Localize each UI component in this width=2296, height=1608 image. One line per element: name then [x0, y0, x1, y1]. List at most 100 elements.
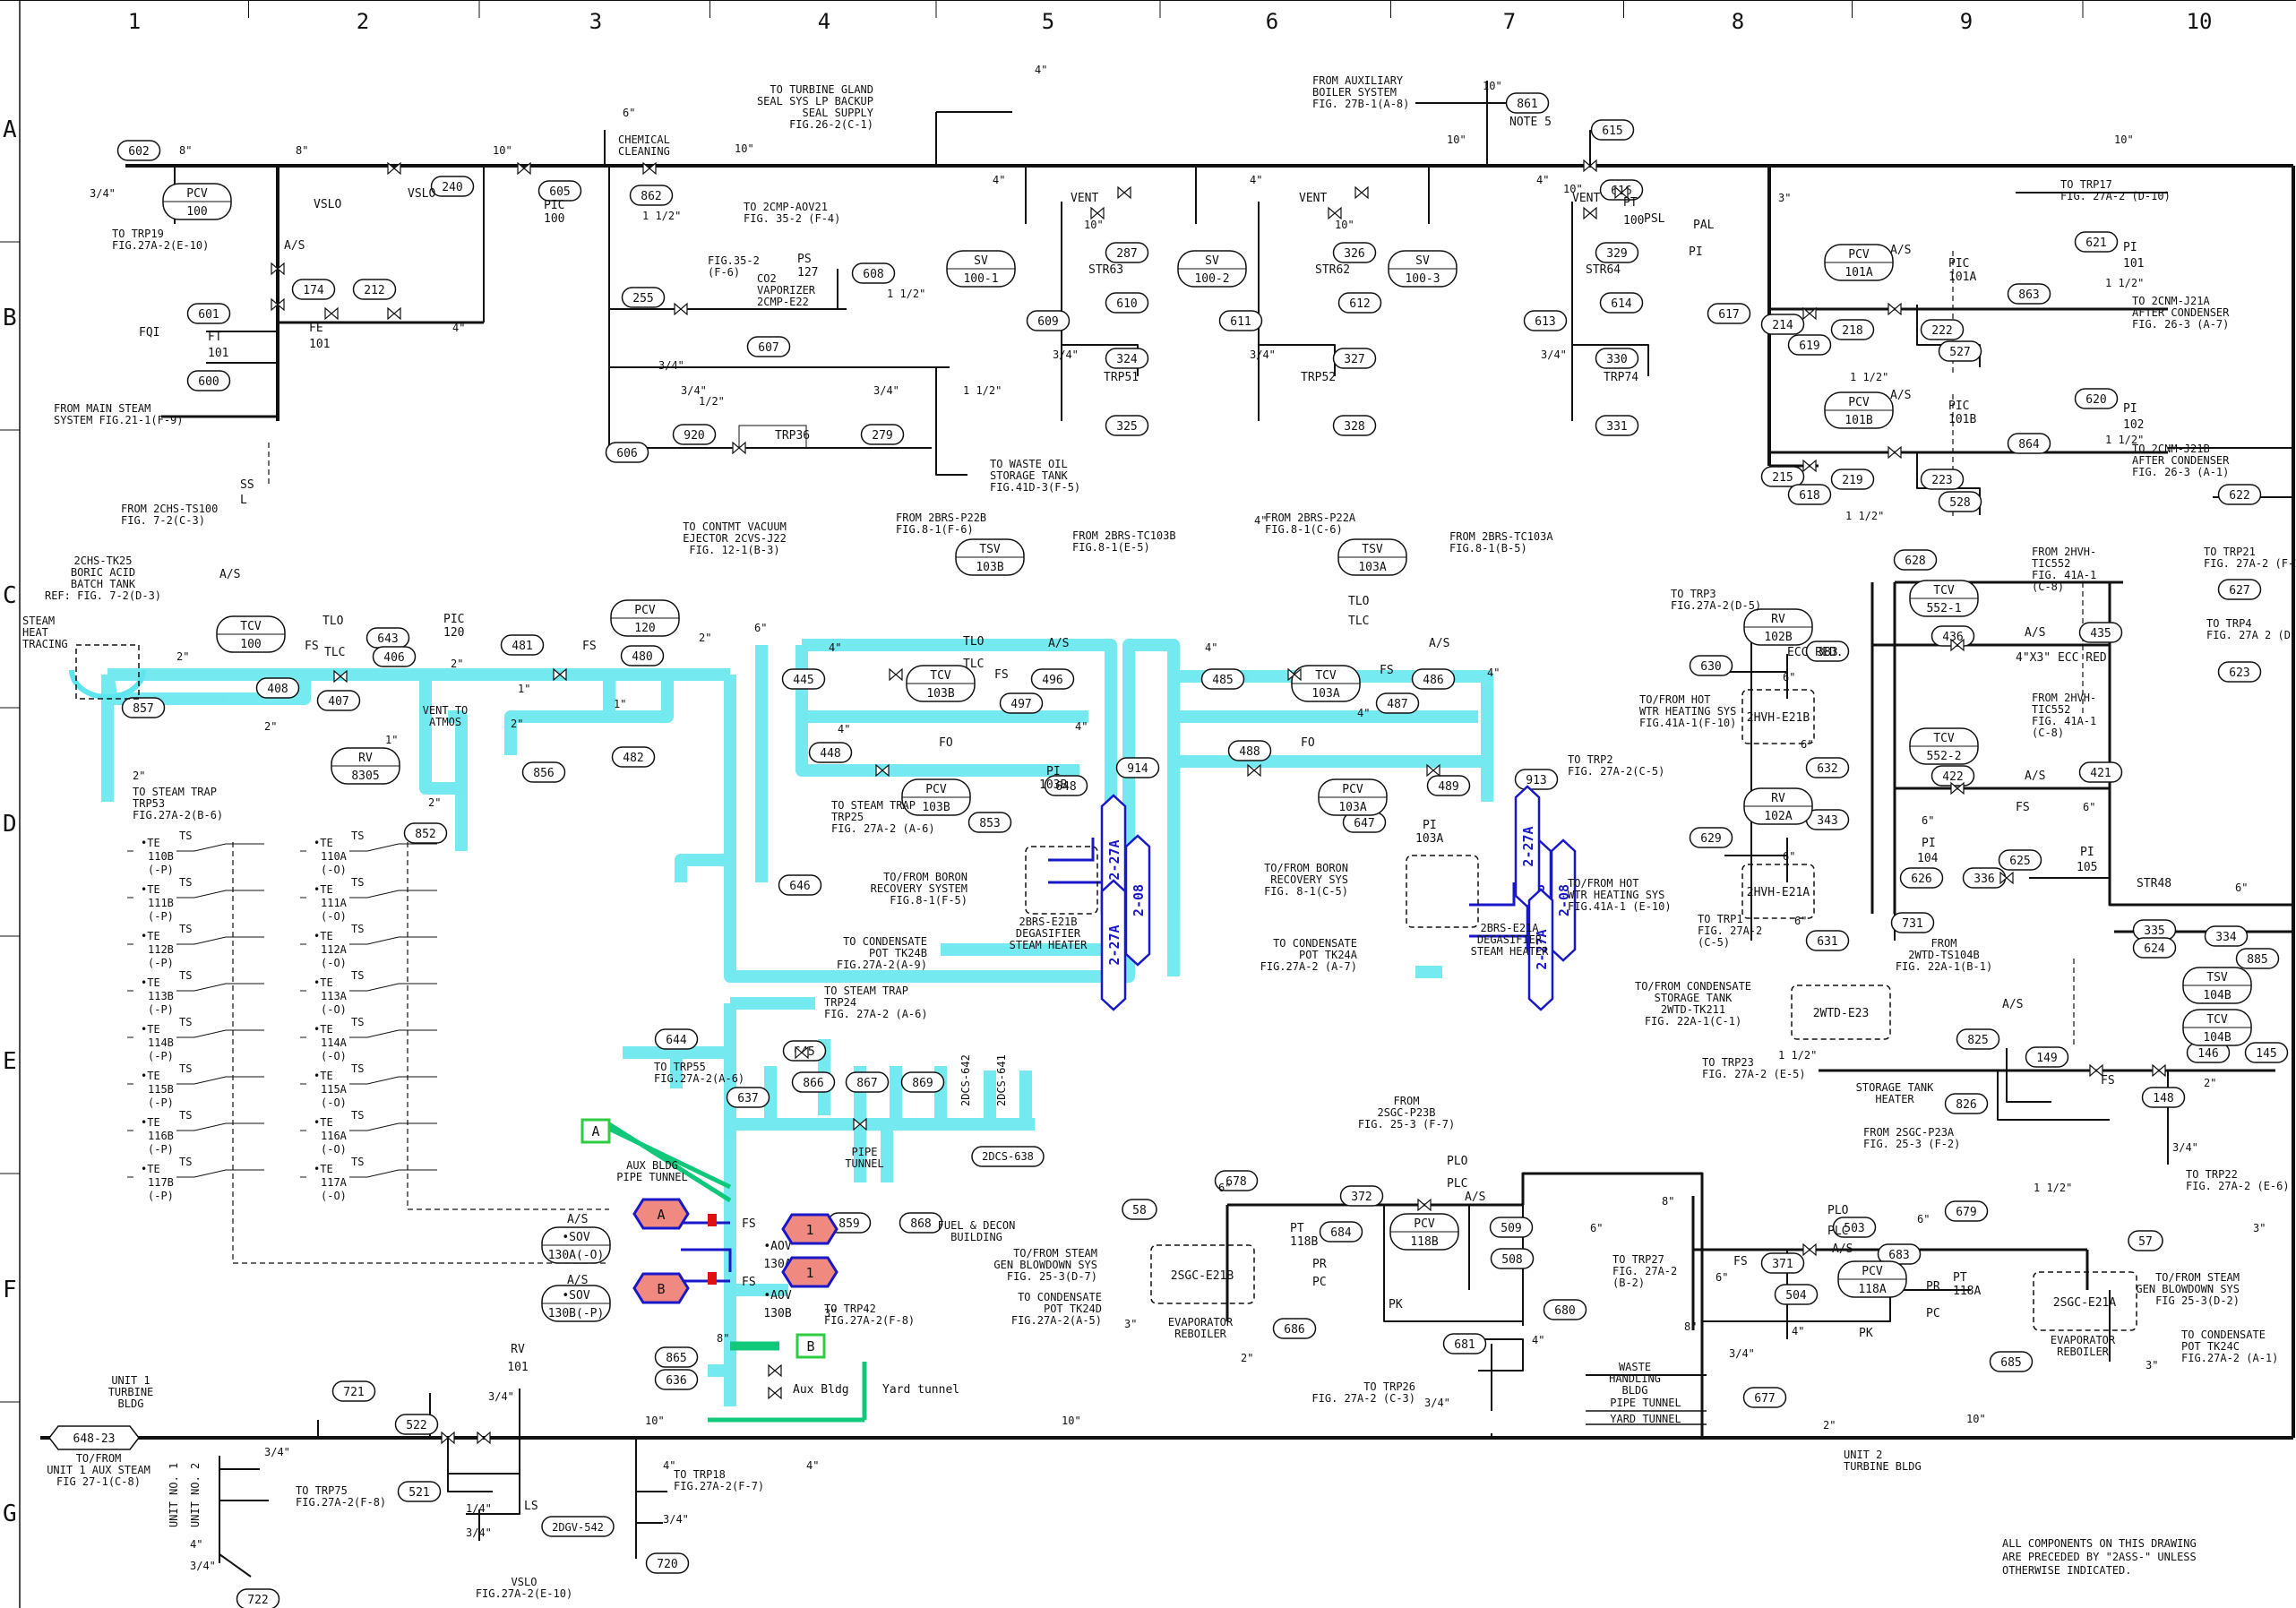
valve-tag-480[interactable]: 480 [620, 645, 665, 666]
valve-tag-326[interactable]: 326 [1332, 242, 1377, 263]
valve-tag-868[interactable]: 868 [899, 1212, 943, 1234]
valve-tag-863[interactable]: 863 [2007, 283, 2051, 305]
valve-tag-626[interactable]: 626 [1899, 867, 1944, 889]
connector-2-08-b[interactable]: 2-08 [1131, 884, 1147, 916]
connector-2-08-a2[interactable]: 2-08 [1556, 884, 1572, 916]
valve-tag-327[interactable]: 327 [1332, 348, 1377, 369]
valve-tag-606[interactable]: 606 [605, 442, 649, 463]
valve-tag-279[interactable]: 279 [860, 424, 905, 445]
valve-tag-325[interactable]: 325 [1105, 415, 1149, 436]
valve-tag-865[interactable]: 865 [654, 1346, 699, 1368]
valve-tag-330[interactable]: 330 [1595, 348, 1639, 369]
valve-tag-383[interactable]: 383 [1805, 641, 1850, 662]
valve-tag-481[interactable]: 481 [500, 634, 545, 656]
valve-tag-722[interactable]: 722 [236, 1588, 280, 1608]
valve-tag-605[interactable]: 605 [537, 180, 582, 202]
valve-tag-482[interactable]: 482 [611, 746, 656, 768]
valve-tag-445[interactable]: 445 [781, 668, 826, 690]
valve-tag-329[interactable]: 329 [1595, 242, 1639, 263]
valve-tag-852[interactable]: 852 [403, 822, 448, 844]
hex-b[interactable]: B [657, 1281, 665, 1297]
valve-tag-496[interactable]: 496 [1030, 668, 1075, 690]
valve-tag-609[interactable]: 609 [1026, 310, 1071, 331]
valve-tag-215[interactable]: 215 [1760, 466, 1805, 487]
valve-tag-223[interactable]: 223 [1920, 469, 1965, 490]
valve-tag-914[interactable]: 914 [1115, 757, 1160, 778]
valve-tag-686[interactable]: 686 [1272, 1318, 1317, 1339]
valve-tag-324[interactable]: 324 [1105, 348, 1149, 369]
valve-tag-681[interactable]: 681 [1442, 1333, 1487, 1354]
valve-tag-625[interactable]: 625 [1998, 849, 2042, 871]
valve-tag-826[interactable]: 826 [1944, 1093, 1989, 1114]
valve-tag-601[interactable]: 601 [186, 303, 231, 324]
valve-tag-613[interactable]: 613 [1523, 310, 1568, 331]
valve-tag-631[interactable]: 631 [1805, 930, 1850, 951]
valve-tag-620[interactable]: 620 [2074, 388, 2119, 409]
valve-tag-615[interactable]: 615 [1590, 119, 1635, 141]
valve-tag-680[interactable]: 680 [1543, 1299, 1587, 1320]
valve-tag-602[interactable]: 602 [116, 140, 161, 161]
valve-tag-678[interactable]: 678 [1214, 1170, 1259, 1191]
valve-tag-648[interactable]: 648 [1044, 775, 1088, 796]
valve-tag-407[interactable]: 407 [316, 690, 361, 711]
connector-2-27a-b2[interactable]: 2-27A [1106, 924, 1122, 965]
callout-a[interactable]: A [591, 1123, 599, 1139]
valve-tag-869[interactable]: 869 [900, 1071, 945, 1093]
valve-tag-644[interactable]: 644 [654, 1028, 699, 1050]
connector-2-27a-a2[interactable]: 2-27A [1534, 929, 1550, 969]
valve-tag-643[interactable]: 643 [365, 627, 410, 649]
valve-tag-622[interactable]: 622 [2217, 484, 2262, 505]
valve-tag-731[interactable]: 731 [1890, 912, 1935, 933]
valve-tag-600[interactable]: 600 [186, 370, 231, 391]
valve-tag-857[interactable]: 857 [121, 697, 166, 718]
valve-tag-149[interactable]: 149 [2025, 1046, 2069, 1068]
callout-b[interactable]: B [806, 1338, 814, 1354]
valve-tag-57[interactable]: 57 [2128, 1230, 2163, 1251]
valve-tag-240[interactable]: 240 [430, 176, 475, 197]
connector-2-27a-a[interactable]: 2-27A [1520, 826, 1536, 866]
